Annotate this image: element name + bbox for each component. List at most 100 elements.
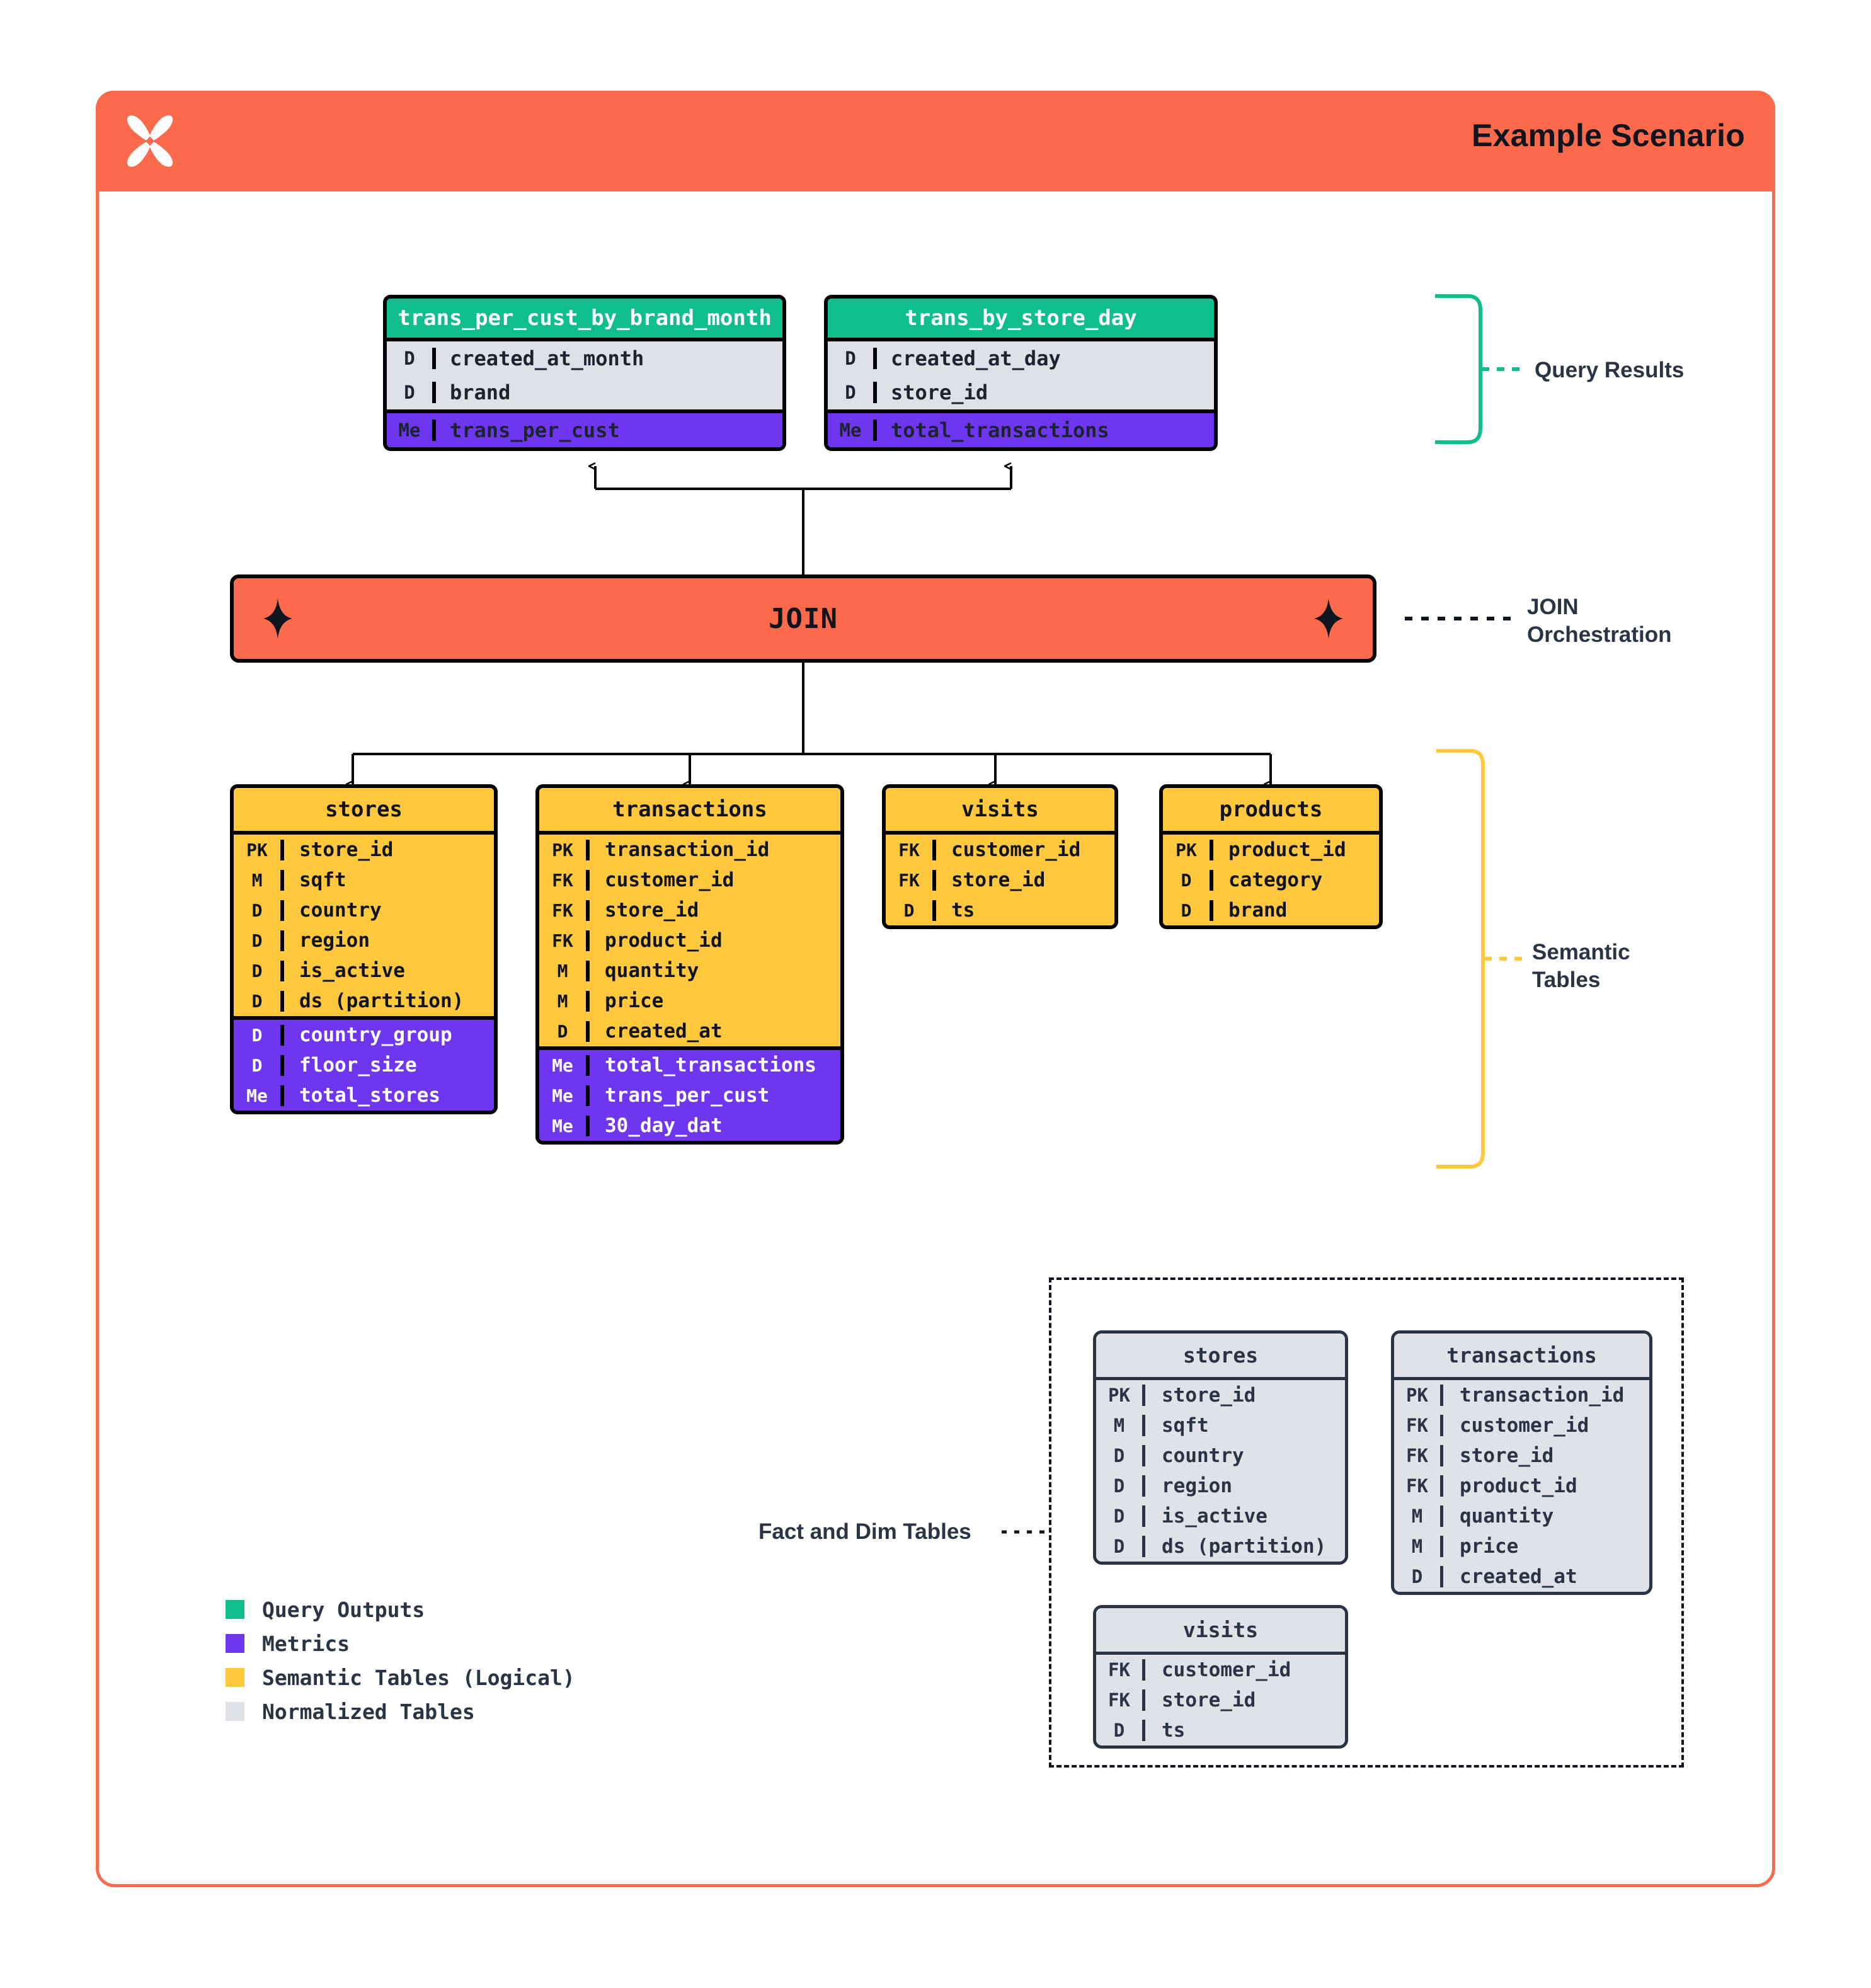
key-badge: D: [234, 990, 284, 1012]
field-name: brand: [1228, 899, 1288, 922]
legend-item-semantic-tables: Semantic Tables (Logical): [226, 1660, 575, 1694]
key-badge: D: [234, 930, 284, 951]
dimension-rows: D created_at_day D store_id: [828, 341, 1214, 409]
key-badge: Me: [387, 420, 436, 441]
key-badge: FK: [1394, 1445, 1443, 1466]
annotation-line-2: Tables: [1532, 968, 1601, 993]
annotation-query-results: Query Results: [1535, 358, 1685, 382]
table-row: Me trans_per_cust: [387, 413, 782, 447]
field-name: is_active: [299, 959, 405, 982]
annotation-line-2: Orchestration: [1527, 622, 1672, 648]
field-name: ds (partition): [299, 990, 464, 1012]
key-badge: PK: [234, 839, 284, 860]
key-badge: PK: [1394, 1385, 1443, 1406]
field-name: brand: [450, 380, 511, 404]
key-badge: Me: [539, 1115, 590, 1136]
key-badge: D: [828, 382, 877, 403]
field-name: 30_day_dat: [605, 1114, 723, 1137]
table-header: stores: [1096, 1334, 1345, 1380]
field-name: price: [1460, 1535, 1519, 1558]
annotation-fact-and-dim: Fact and Dim Tables: [758, 1519, 971, 1544]
key-badge: FK: [539, 900, 590, 921]
field-name: total_transactions: [891, 418, 1109, 442]
key-badge: D: [234, 960, 284, 981]
key-badge: D: [234, 1054, 284, 1076]
table-row: D brand: [387, 375, 782, 409]
legend-item-normalized-tables: Normalized Tables: [226, 1694, 575, 1728]
key-badge: D: [1163, 900, 1213, 921]
key-badge: D: [828, 348, 877, 369]
key-badge: FK: [1096, 1659, 1145, 1681]
field-name: product_id: [1460, 1475, 1577, 1497]
query-result-table-1[interactable]: trans_by_store_day D created_at_day D st…: [824, 295, 1218, 451]
sparkle-icon: [1311, 598, 1346, 639]
legend: Query Outputs Metrics Semantic Tables (L…: [226, 1592, 575, 1728]
table-header: visits: [886, 788, 1114, 835]
table-row: D store_id: [828, 375, 1214, 409]
annotation-join-orchestration: JOIN Orchestration: [1527, 593, 1672, 649]
key-badge: FK: [886, 869, 936, 891]
legend-swatch: [226, 1600, 244, 1619]
field-name: total_transactions: [605, 1054, 816, 1077]
fact-and-dim-container: [1049, 1277, 1684, 1768]
field-name: sqft: [299, 869, 346, 891]
field-name: product_id: [605, 929, 723, 952]
table-header: products: [1163, 788, 1379, 835]
table-row: D created_at_month: [387, 341, 782, 375]
legend-label: Query Outputs: [262, 1597, 425, 1622]
field-name: country_group: [299, 1024, 452, 1046]
legend-item-metrics: Metrics: [226, 1626, 575, 1660]
key-badge: D: [1096, 1445, 1145, 1466]
field-name: region: [299, 929, 370, 952]
field-name: category: [1228, 869, 1323, 891]
key-badge: PK: [1096, 1385, 1145, 1406]
field-name: trans_per_cust: [450, 418, 620, 442]
join-orchestration-bar[interactable]: JOIN: [230, 574, 1376, 663]
key-badge: Me: [828, 420, 877, 441]
field-name: store_id: [605, 899, 699, 922]
page-title: Example Scenario: [1472, 118, 1745, 153]
key-badge: D: [387, 382, 436, 403]
key-badge: D: [234, 1024, 284, 1046]
legend-item-query-outputs: Query Outputs: [226, 1592, 575, 1626]
field-name: is_active: [1162, 1505, 1267, 1528]
field-name: quantity: [1460, 1505, 1554, 1528]
dimension-rows: D created_at_month D brand: [387, 341, 782, 409]
table-row: Me total_transactions: [828, 413, 1214, 447]
legend-label: Metrics: [262, 1631, 350, 1656]
field-name: country: [1162, 1444, 1244, 1467]
butterfly-x-logo-icon: [120, 111, 180, 171]
query-result-table-0[interactable]: trans_per_cust_by_brand_month D created_…: [383, 295, 786, 451]
key-badge: D: [1096, 1505, 1145, 1527]
table-header: trans_per_cust_by_brand_month: [387, 299, 782, 341]
key-badge: FK: [539, 930, 590, 951]
key-badge: FK: [1394, 1475, 1443, 1497]
